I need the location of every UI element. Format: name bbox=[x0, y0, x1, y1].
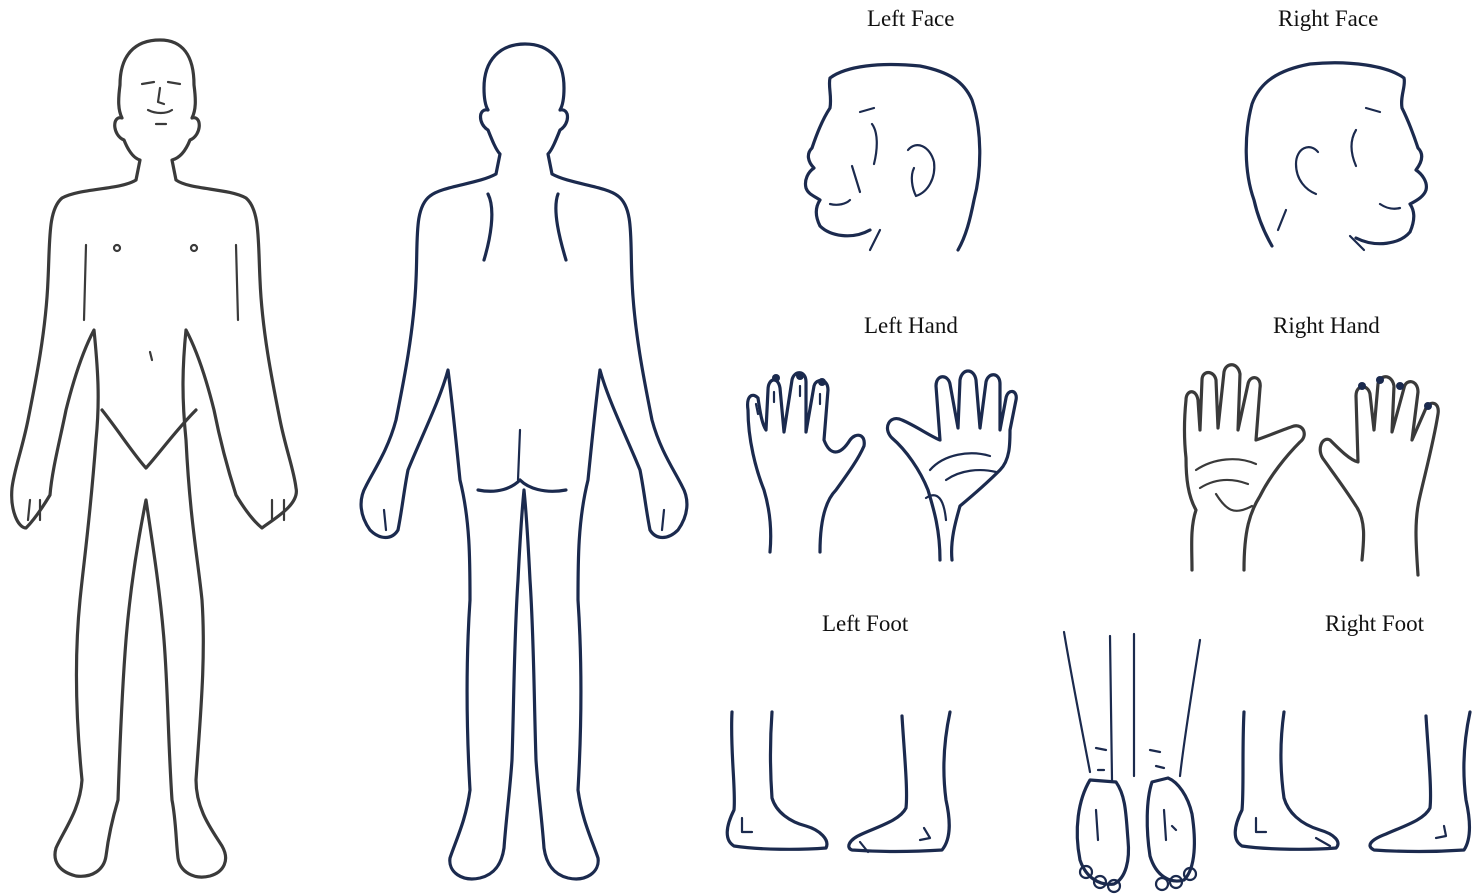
feet-soles-figure bbox=[1064, 632, 1200, 892]
right-hand-figure bbox=[1185, 365, 1439, 575]
right-foot-figure bbox=[1235, 712, 1470, 852]
body-front-figure bbox=[12, 40, 297, 877]
right-face-figure bbox=[1246, 63, 1426, 250]
left-face-figure bbox=[805, 65, 979, 251]
body-back-figure bbox=[361, 44, 687, 879]
left-foot-figure bbox=[727, 712, 950, 852]
left-hand-figure bbox=[748, 371, 1017, 560]
